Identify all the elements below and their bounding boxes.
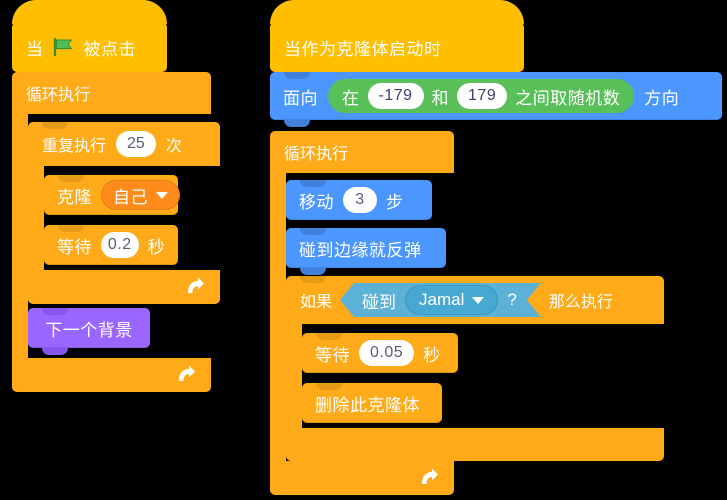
- repeat-block-footer[interactable]: [28, 270, 220, 304]
- block-notch: [284, 72, 310, 79]
- chevron-down-icon: [156, 191, 168, 199]
- green-flag-icon: [53, 37, 75, 57]
- random-min-input[interactable]: -179: [367, 83, 424, 109]
- block-notch: [300, 276, 326, 283]
- pick-random-reporter[interactable]: 在 -179 和 179 之间取随机数: [328, 79, 635, 113]
- if-on-edge-bounce-block[interactable]: 碰到边缘就反弹: [286, 228, 446, 275]
- hat-cap: [270, 0, 524, 24]
- wait-prefix-label: 等待: [57, 237, 92, 257]
- clone-target-dropdown[interactable]: 自己: [101, 180, 180, 210]
- create-clone-block[interactable]: 克隆 自己: [44, 175, 180, 215]
- bounce-label: 碰到边缘就反弹: [299, 240, 422, 260]
- forever-label: 循环执行: [26, 87, 91, 104]
- when-clone-label: 当作为克隆体启动时: [284, 39, 442, 59]
- wait-suffix-label: 秒: [423, 345, 441, 365]
- if-block-footer[interactable]: [286, 428, 664, 461]
- point-suffix-label: 方向: [644, 88, 680, 108]
- move-prefix-label: 移动: [299, 192, 334, 212]
- touching-prefix-label: 碰到: [362, 292, 397, 312]
- forever-block-header[interactable]: 循环执行: [270, 131, 454, 173]
- touching-target-dropdown[interactable]: Jamal: [405, 285, 498, 315]
- delete-this-clone-block[interactable]: 删除此克隆体: [302, 383, 442, 423]
- wait-suffix-label: 秒: [147, 237, 165, 257]
- block-notch: [58, 225, 84, 232]
- block-notch: [316, 383, 342, 390]
- wait-seconds-input[interactable]: 0.05: [359, 340, 415, 366]
- hat-prefix-label: 当: [26, 39, 44, 59]
- when-i-start-as-clone-block[interactable]: 当作为克隆体启动时: [270, 0, 524, 72]
- repeat-block-header[interactable]: 重复执行 25 次: [28, 122, 220, 166]
- clone-target-value: 自己: [113, 187, 148, 207]
- touching-question-mark: ?: [507, 290, 517, 309]
- move-steps-block[interactable]: 移动 3 步: [286, 180, 432, 220]
- random-suffix-label: 之间取随机数: [515, 88, 621, 108]
- repeat-suffix-label: 次: [165, 138, 182, 155]
- move-steps-input[interactable]: 3: [343, 187, 377, 213]
- point-in-direction-block[interactable]: 面向 在 -179 和 179 之间取随机数 方向: [270, 72, 722, 127]
- next-backdrop-block[interactable]: 下一个背景: [28, 308, 150, 355]
- touching-boolean[interactable]: 碰到 Jamal ?: [340, 283, 541, 317]
- if-block-header[interactable]: 如果 碰到 Jamal ? 那么执行: [286, 276, 664, 324]
- block-bump: [300, 268, 326, 275]
- wait-prefix-label: 等待: [315, 345, 350, 365]
- create-clone-prefix-label: 克隆: [57, 187, 92, 207]
- if-prefix-label: 如果: [300, 294, 333, 311]
- delete-clone-label: 删除此克隆体: [315, 395, 420, 415]
- block-notch: [42, 308, 68, 315]
- hat-suffix-label: 被点击: [83, 39, 136, 59]
- block-notch: [58, 175, 84, 182]
- random-max-input[interactable]: 179: [457, 83, 508, 109]
- hat-cap: [12, 0, 167, 24]
- move-suffix-label: 步: [386, 192, 404, 212]
- block-bump: [42, 348, 68, 355]
- forever-block-footer[interactable]: [270, 461, 454, 495]
- repeat-times-input[interactable]: 25: [116, 131, 156, 157]
- random-join-label: 和: [431, 88, 450, 108]
- block-notch: [300, 180, 326, 187]
- block-bump: [284, 120, 310, 127]
- block-notch: [316, 333, 342, 340]
- repeat-prefix-label: 重复执行: [42, 138, 107, 155]
- repeat-left-arm: [28, 166, 44, 270]
- if-suffix-label: 那么执行: [548, 294, 613, 311]
- random-prefix-label: 在: [342, 88, 360, 108]
- forever-left-arm: [12, 114, 28, 358]
- forever-block-header[interactable]: 循环执行: [12, 72, 211, 114]
- wait-block[interactable]: 等待 0.2 秒: [44, 225, 178, 265]
- wait-block[interactable]: 等待 0.05 秒: [302, 333, 458, 373]
- wait-seconds-input[interactable]: 0.2: [101, 232, 139, 258]
- block-notch: [42, 122, 68, 129]
- forever-left-arm: [270, 173, 286, 461]
- when-green-flag-clicked-block[interactable]: 当 被点击: [12, 0, 167, 79]
- touching-target-value: Jamal: [419, 290, 465, 309]
- chevron-down-icon: [472, 297, 484, 304]
- loop-arrow-icon: [175, 364, 197, 386]
- forever-label: 循环执行: [284, 146, 349, 163]
- loop-arrow-icon: [184, 276, 206, 298]
- loop-arrow-icon: [418, 467, 440, 489]
- if-left-arm: [286, 324, 302, 428]
- block-notch: [300, 228, 326, 235]
- forever-block-footer[interactable]: [12, 358, 211, 392]
- point-prefix-label: 面向: [283, 88, 318, 108]
- next-backdrop-label: 下一个背景: [45, 320, 133, 340]
